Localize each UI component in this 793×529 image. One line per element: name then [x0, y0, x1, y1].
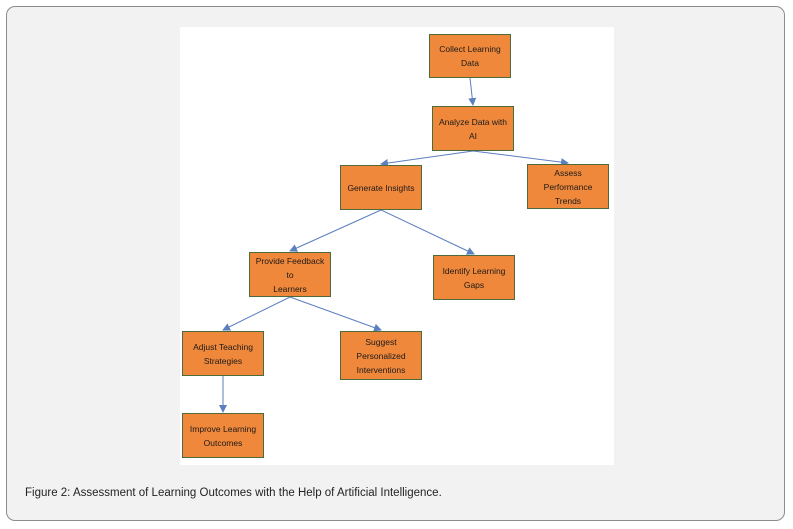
arrow-collect-to-analyze [468, 77, 477, 106]
arrow-analyze-to-generate [380, 150, 474, 167]
node-generate-insights: Generate Insights [340, 165, 422, 210]
flowchart-diagram: Collect Learning Data Analyze Data with … [180, 27, 614, 465]
node-suggest-personalized-interventions: Suggest Personalized Interventions [340, 331, 422, 380]
arrow-generate-to-feedback [289, 209, 382, 252]
node-identify-learning-gaps: Identify Learning Gaps [433, 255, 515, 300]
arrow-generate-to-gaps [380, 209, 475, 255]
arrow-analyze-to-assess [472, 150, 569, 167]
figure-caption: Figure 2: Assessment of Learning Outcome… [25, 487, 442, 499]
node-assess-performance-trends: Assess Performance Trends [527, 164, 609, 209]
node-provide-feedback: Provide Feedback to Learners [249, 252, 331, 297]
arrow-feedback-to-suggest [289, 296, 382, 332]
arrow-feedback-to-adjust [222, 296, 291, 331]
node-adjust-teaching-strategies: Adjust Teaching Strategies [182, 331, 264, 376]
node-collect-learning-data: Collect Learning Data [429, 34, 511, 78]
flowchart-arrows [219, 77, 569, 413]
node-improve-learning-outcomes: Improve Learning Outcomes [182, 413, 264, 458]
node-analyze-data-with-ai: Analyze Data with AI [432, 106, 514, 151]
